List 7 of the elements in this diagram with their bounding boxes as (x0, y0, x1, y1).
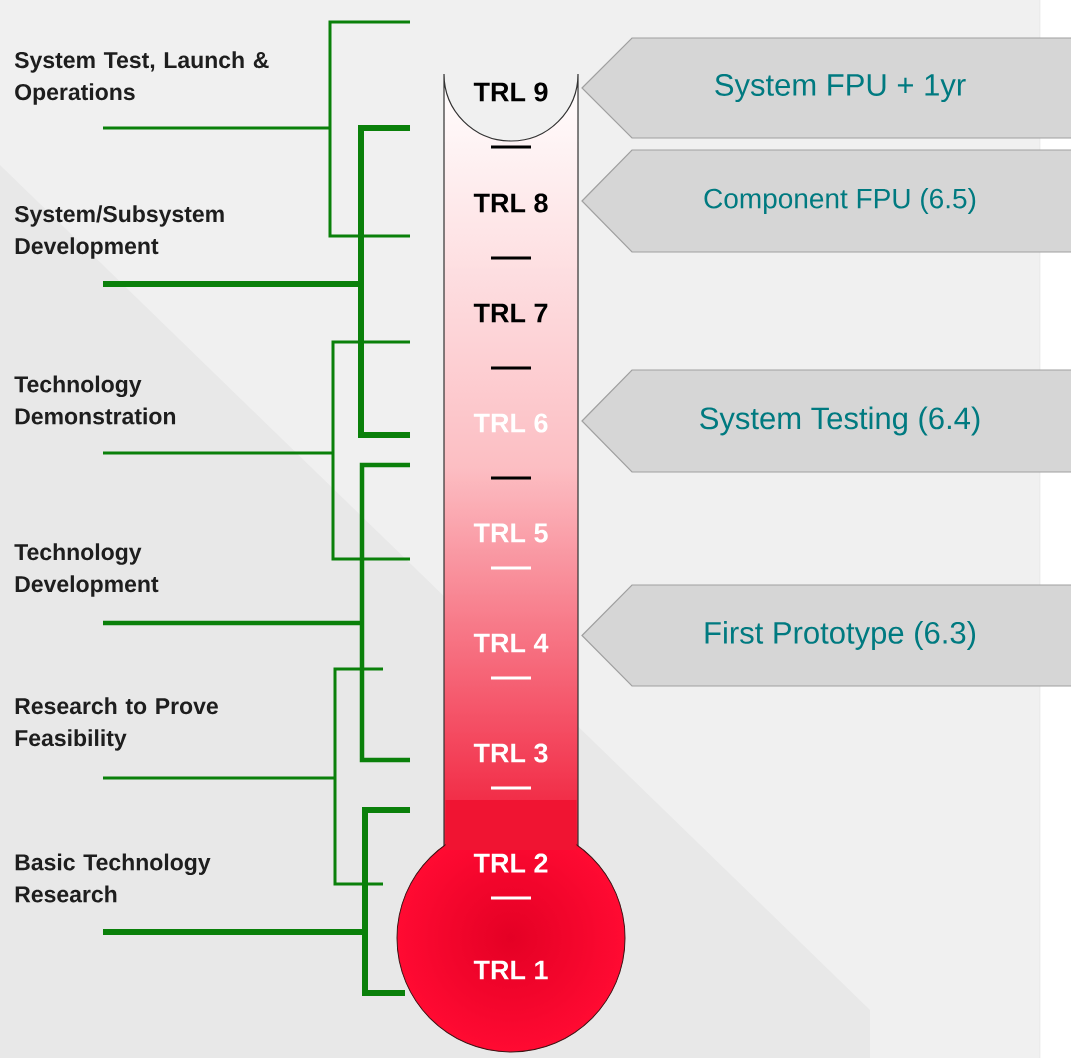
phase-label: System/Subsystem Development (14, 205, 224, 259)
phase-label: Research to Prove Feasibility (15, 697, 218, 751)
phase-label: Technology Development (14, 543, 159, 597)
phase-label: System Test, Launch & Operations (14, 51, 269, 105)
level-label: TRL 1 (473, 960, 548, 980)
phase-label: Technology Demonstration (14, 375, 176, 425)
phase-label: Basic Technology Research (15, 853, 211, 903)
